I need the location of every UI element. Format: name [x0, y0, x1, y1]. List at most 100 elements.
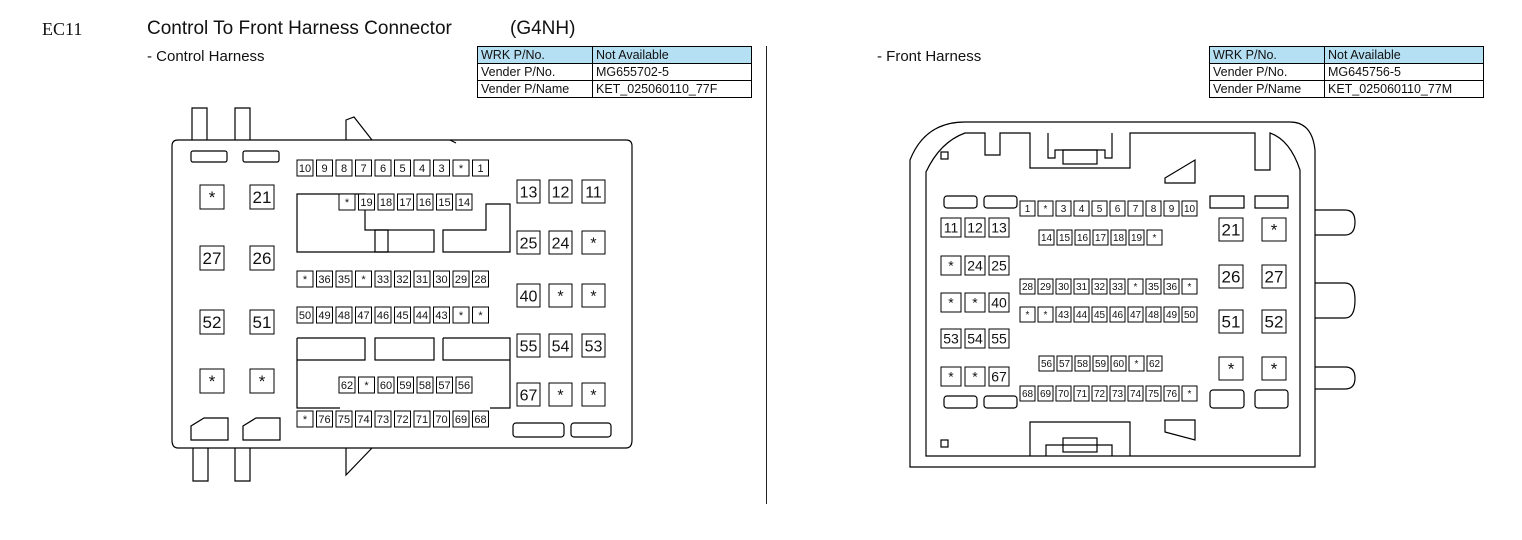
pin-label: * [345, 197, 350, 209]
pin-label: 4 [1079, 204, 1085, 215]
control-pin: * [296, 410, 314, 428]
pin-label: 75 [338, 414, 350, 426]
pin-box [1261, 264, 1287, 289]
pin-label: 40 [520, 288, 538, 305]
control-pin-large: * [581, 230, 606, 255]
pin-label: * [1271, 360, 1278, 379]
front-connector-outline [909, 121, 1356, 468]
pin-label: 13 [991, 220, 1007, 236]
control-pin: 4 [413, 159, 431, 177]
pin-label: 51 [1222, 313, 1241, 332]
pin-label: 12 [967, 220, 983, 236]
pin-box [452, 159, 470, 177]
control-pin-large: 55 [516, 333, 541, 358]
control-pin: 50 [296, 306, 314, 324]
pin-label: 4 [419, 163, 425, 175]
connector-code: EC11 [42, 19, 83, 39]
pin-label: 43 [435, 310, 447, 322]
pin-box [1038, 355, 1055, 372]
pin-label: 19 [1131, 233, 1143, 244]
pin-box [1163, 385, 1180, 402]
pin-label: 6 [1115, 204, 1121, 215]
pin-label: 53 [943, 331, 959, 347]
pin-box [413, 306, 431, 324]
pin-box [416, 193, 434, 211]
control-pin: 5 [394, 159, 411, 177]
front-pin: * [1037, 306, 1054, 323]
pin-box [452, 306, 470, 324]
front-pin: 50 [1181, 306, 1198, 323]
pin-label: 36 [1166, 282, 1178, 293]
control-pin: 74 [355, 410, 372, 428]
control-pin: 48 [335, 306, 353, 324]
pin-box [1181, 385, 1198, 402]
control-pin: 71 [413, 410, 431, 428]
pin-label: 45 [396, 310, 408, 322]
front-pin: * [1181, 385, 1198, 402]
control-pin-large: * [249, 368, 275, 394]
pin-label: 19 [360, 197, 372, 209]
pin-box [199, 368, 225, 394]
pin-label: 25 [520, 235, 538, 252]
control-pin-large: 27 [199, 245, 225, 271]
front-pin-large: 52 [1261, 309, 1287, 334]
pin-box [964, 217, 986, 238]
pin-box [548, 283, 573, 308]
pin-box [1037, 385, 1054, 402]
front-pin: * [1146, 229, 1163, 246]
pin-box [988, 255, 1010, 276]
front-pin-large: * [1218, 356, 1244, 381]
page-title: Control To Front Harness Connector [147, 18, 452, 39]
control-pin-large: 26 [249, 245, 275, 271]
pin-label: 56 [458, 380, 470, 392]
control-pin: 30 [433, 270, 450, 288]
front-pin-large: 40 [988, 292, 1010, 313]
front-pin: * [1128, 355, 1145, 372]
control-pin: 73 [374, 410, 392, 428]
control-spec-table: WRK P/No. Not Available Vender P/No. MG6… [477, 46, 752, 98]
control-pin: 18 [377, 193, 395, 211]
control-pin: 45 [394, 306, 411, 324]
pin-box [1037, 200, 1054, 217]
pin-box [1055, 200, 1072, 217]
pin-label: 26 [253, 249, 272, 268]
pin-box [413, 410, 431, 428]
pin-label: 55 [520, 338, 538, 355]
pin-label: 26 [1222, 268, 1241, 287]
control-pin: 15 [436, 193, 453, 211]
pin-box [1109, 278, 1126, 295]
pin-box [1163, 278, 1180, 295]
control-pin-large: 12 [548, 179, 573, 204]
pin-label: 76 [318, 414, 330, 426]
pin-box [1261, 356, 1287, 381]
pin-box [1145, 278, 1162, 295]
front-pin: 69 [1037, 385, 1054, 402]
pin-box [516, 179, 541, 204]
pin-label: 70 [435, 414, 447, 426]
pin-box [199, 309, 225, 335]
front-pin: 6 [1109, 200, 1126, 217]
pin-label: 67 [991, 369, 1007, 385]
pin-box [581, 382, 606, 407]
pin-label: 9 [321, 163, 327, 175]
pin-label: 55 [991, 331, 1007, 347]
pin-box [296, 270, 314, 288]
control-connector-outline [171, 107, 633, 482]
pin-label: * [948, 369, 954, 385]
control-pin-large: * [199, 184, 225, 210]
front-pin: 33 [1109, 278, 1126, 295]
front-pin: 47 [1127, 306, 1144, 323]
spec-row: WRK P/No. Not Available [477, 46, 752, 64]
pin-label: * [590, 288, 596, 305]
control-pin: 59 [397, 376, 414, 394]
pin-box [1109, 306, 1126, 323]
pin-box [355, 159, 372, 177]
front-pin: * [1037, 200, 1054, 217]
pin-box [436, 376, 453, 394]
pin-box [1218, 264, 1244, 289]
front-pin: 68 [1019, 385, 1036, 402]
pin-label: 30 [1058, 282, 1070, 293]
pin-label: * [590, 387, 596, 404]
pin-box [1181, 200, 1198, 217]
pin-label: 45 [1094, 310, 1106, 321]
